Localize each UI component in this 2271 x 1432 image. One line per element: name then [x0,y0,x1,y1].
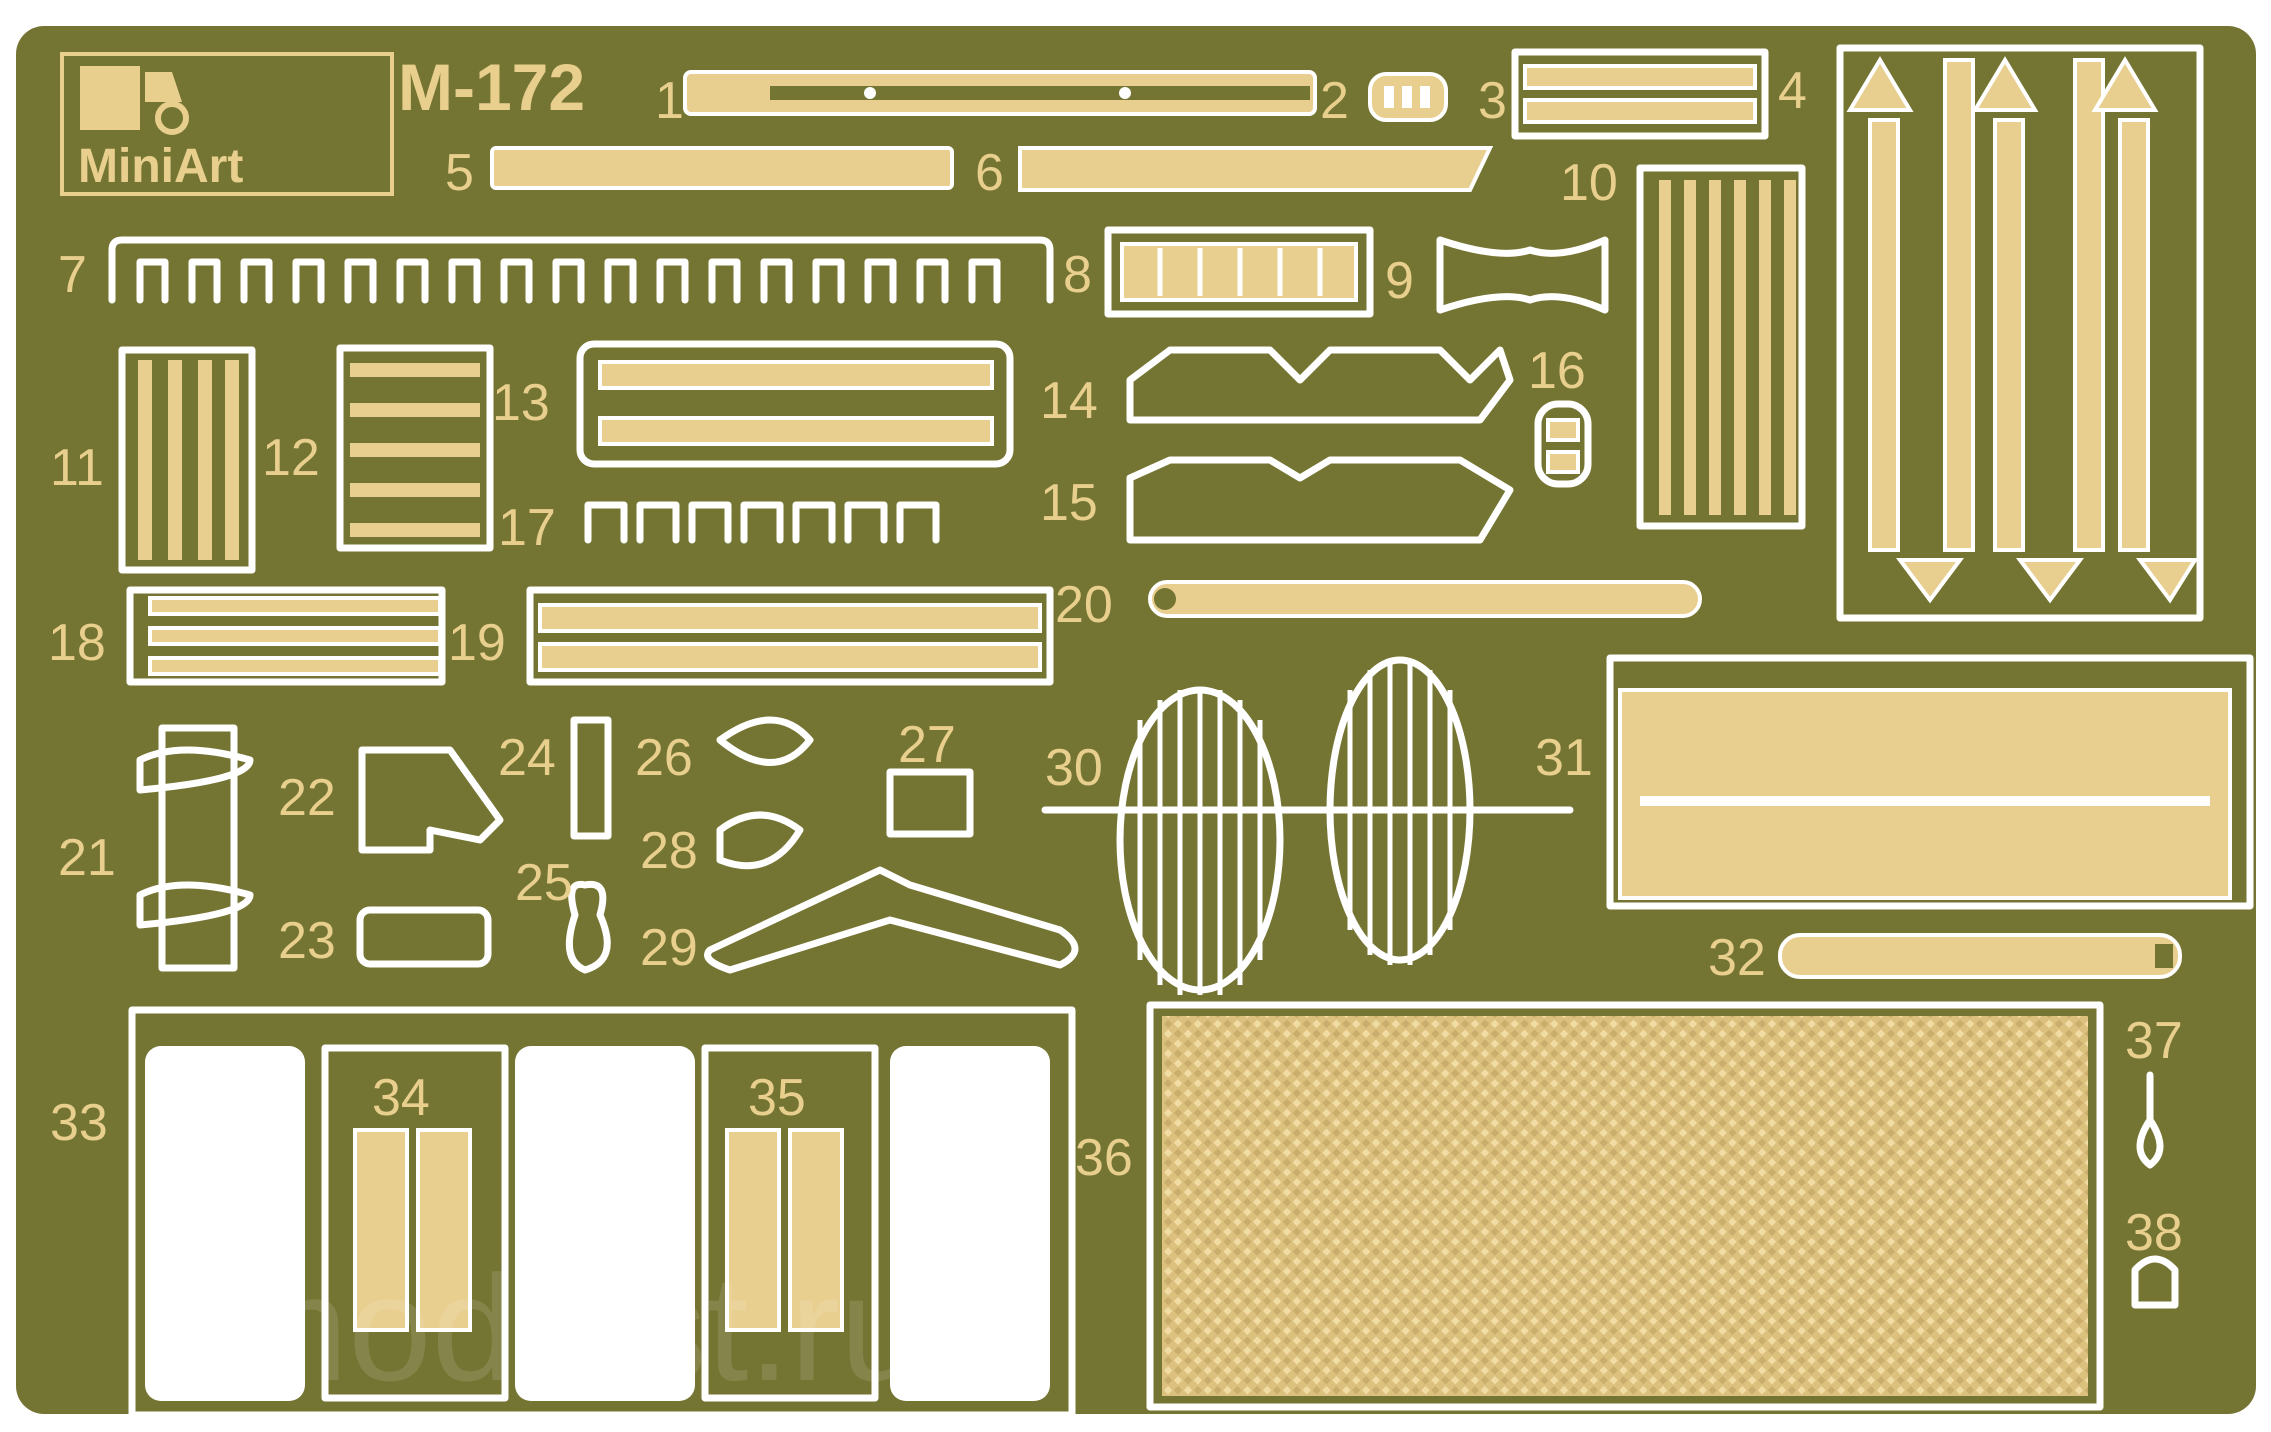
part-number: 7 [58,246,87,304]
part-26 [716,716,814,766]
part-number: 35 [748,1069,806,1127]
part-38 [2131,1255,2179,1309]
part-number: 18 [48,614,106,672]
brand-name: MiniArt [78,140,243,193]
part-number: 13 [492,374,550,432]
part-number: 8 [1063,246,1092,304]
part-number: 27 [898,716,956,774]
part-number: 38 [2125,1204,2183,1262]
part-number: 5 [445,144,474,202]
part-22 [358,746,504,854]
part-2 [1368,72,1448,122]
part-number: 9 [1385,252,1414,310]
part-25 [565,880,611,974]
part-32 [1778,933,2182,979]
part-6 [1018,146,1494,192]
product-code: M-172 [398,50,585,124]
part-number: 37 [2125,1012,2183,1070]
part-1 [683,70,1317,116]
part-24 [570,716,612,840]
part-number: 31 [1535,729,1593,787]
part-number: 14 [1040,372,1098,430]
part-23 [356,906,492,968]
part-16 [1534,400,1592,488]
part-35 [701,1044,879,1402]
part-7 [108,236,1054,304]
watermark: i-mod-list.ru [140,1244,923,1412]
part-37 [2136,1071,2164,1169]
part-number: 24 [498,729,556,787]
part-number: 17 [498,499,556,557]
part-14 [1126,346,1514,424]
part-33 [128,1006,1076,1419]
part-36 [1146,1001,2104,1411]
part-8 [1104,226,1374,318]
part-number: 33 [50,1094,108,1152]
part-number: 25 [515,854,573,912]
part-17 [584,501,940,544]
part-10 [1636,164,1806,530]
part-20 [1148,580,1702,618]
part-3 [1511,48,1769,140]
part-number: 29 [640,919,698,977]
part-number: 20 [1055,576,1113,634]
part-27 [886,768,974,838]
part-9 [1436,236,1609,314]
part-number: 16 [1528,342,1586,400]
part-number-labels: 1 2 3 4 5 6 7 8 9 10 11 12 13 14 15 16 1… [48,62,2183,1262]
part-15 [1126,456,1514,544]
part-number: 32 [1708,929,1766,987]
part-19 [526,586,1054,686]
part-number: 12 [262,429,320,487]
part-number: 11 [50,439,104,497]
part-number: 10 [1560,154,1618,212]
part-number: 1 [655,72,684,130]
part-number: 28 [640,822,698,880]
part-11 [118,346,256,574]
part-number: 19 [448,614,506,672]
part-34 [321,1044,509,1402]
part-number: 34 [372,1069,430,1127]
part-number: 6 [975,144,1004,202]
part-29 [704,866,1079,974]
part-5 [490,146,954,190]
part-21 [136,724,254,972]
miniart-logo: MiniArt [60,52,394,196]
part-number: 30 [1045,739,1103,797]
part-28 [716,811,804,870]
part-number: 15 [1040,474,1098,532]
part-18 [126,586,446,686]
part-number: 26 [635,729,693,787]
part-12 [336,344,494,552]
part-number: 3 [1478,72,1507,130]
part-number: 4 [1778,62,1807,120]
part-number: 22 [278,769,336,827]
part-number: 2 [1320,72,1349,130]
part-4 [1836,44,2204,622]
part-number: 23 [278,912,336,970]
part-number: 36 [1075,1129,1133,1187]
part-13 [576,340,1014,468]
part-31 [1326,654,2254,965]
part-30 [1041,686,1344,995]
part-number: 21 [58,829,116,887]
